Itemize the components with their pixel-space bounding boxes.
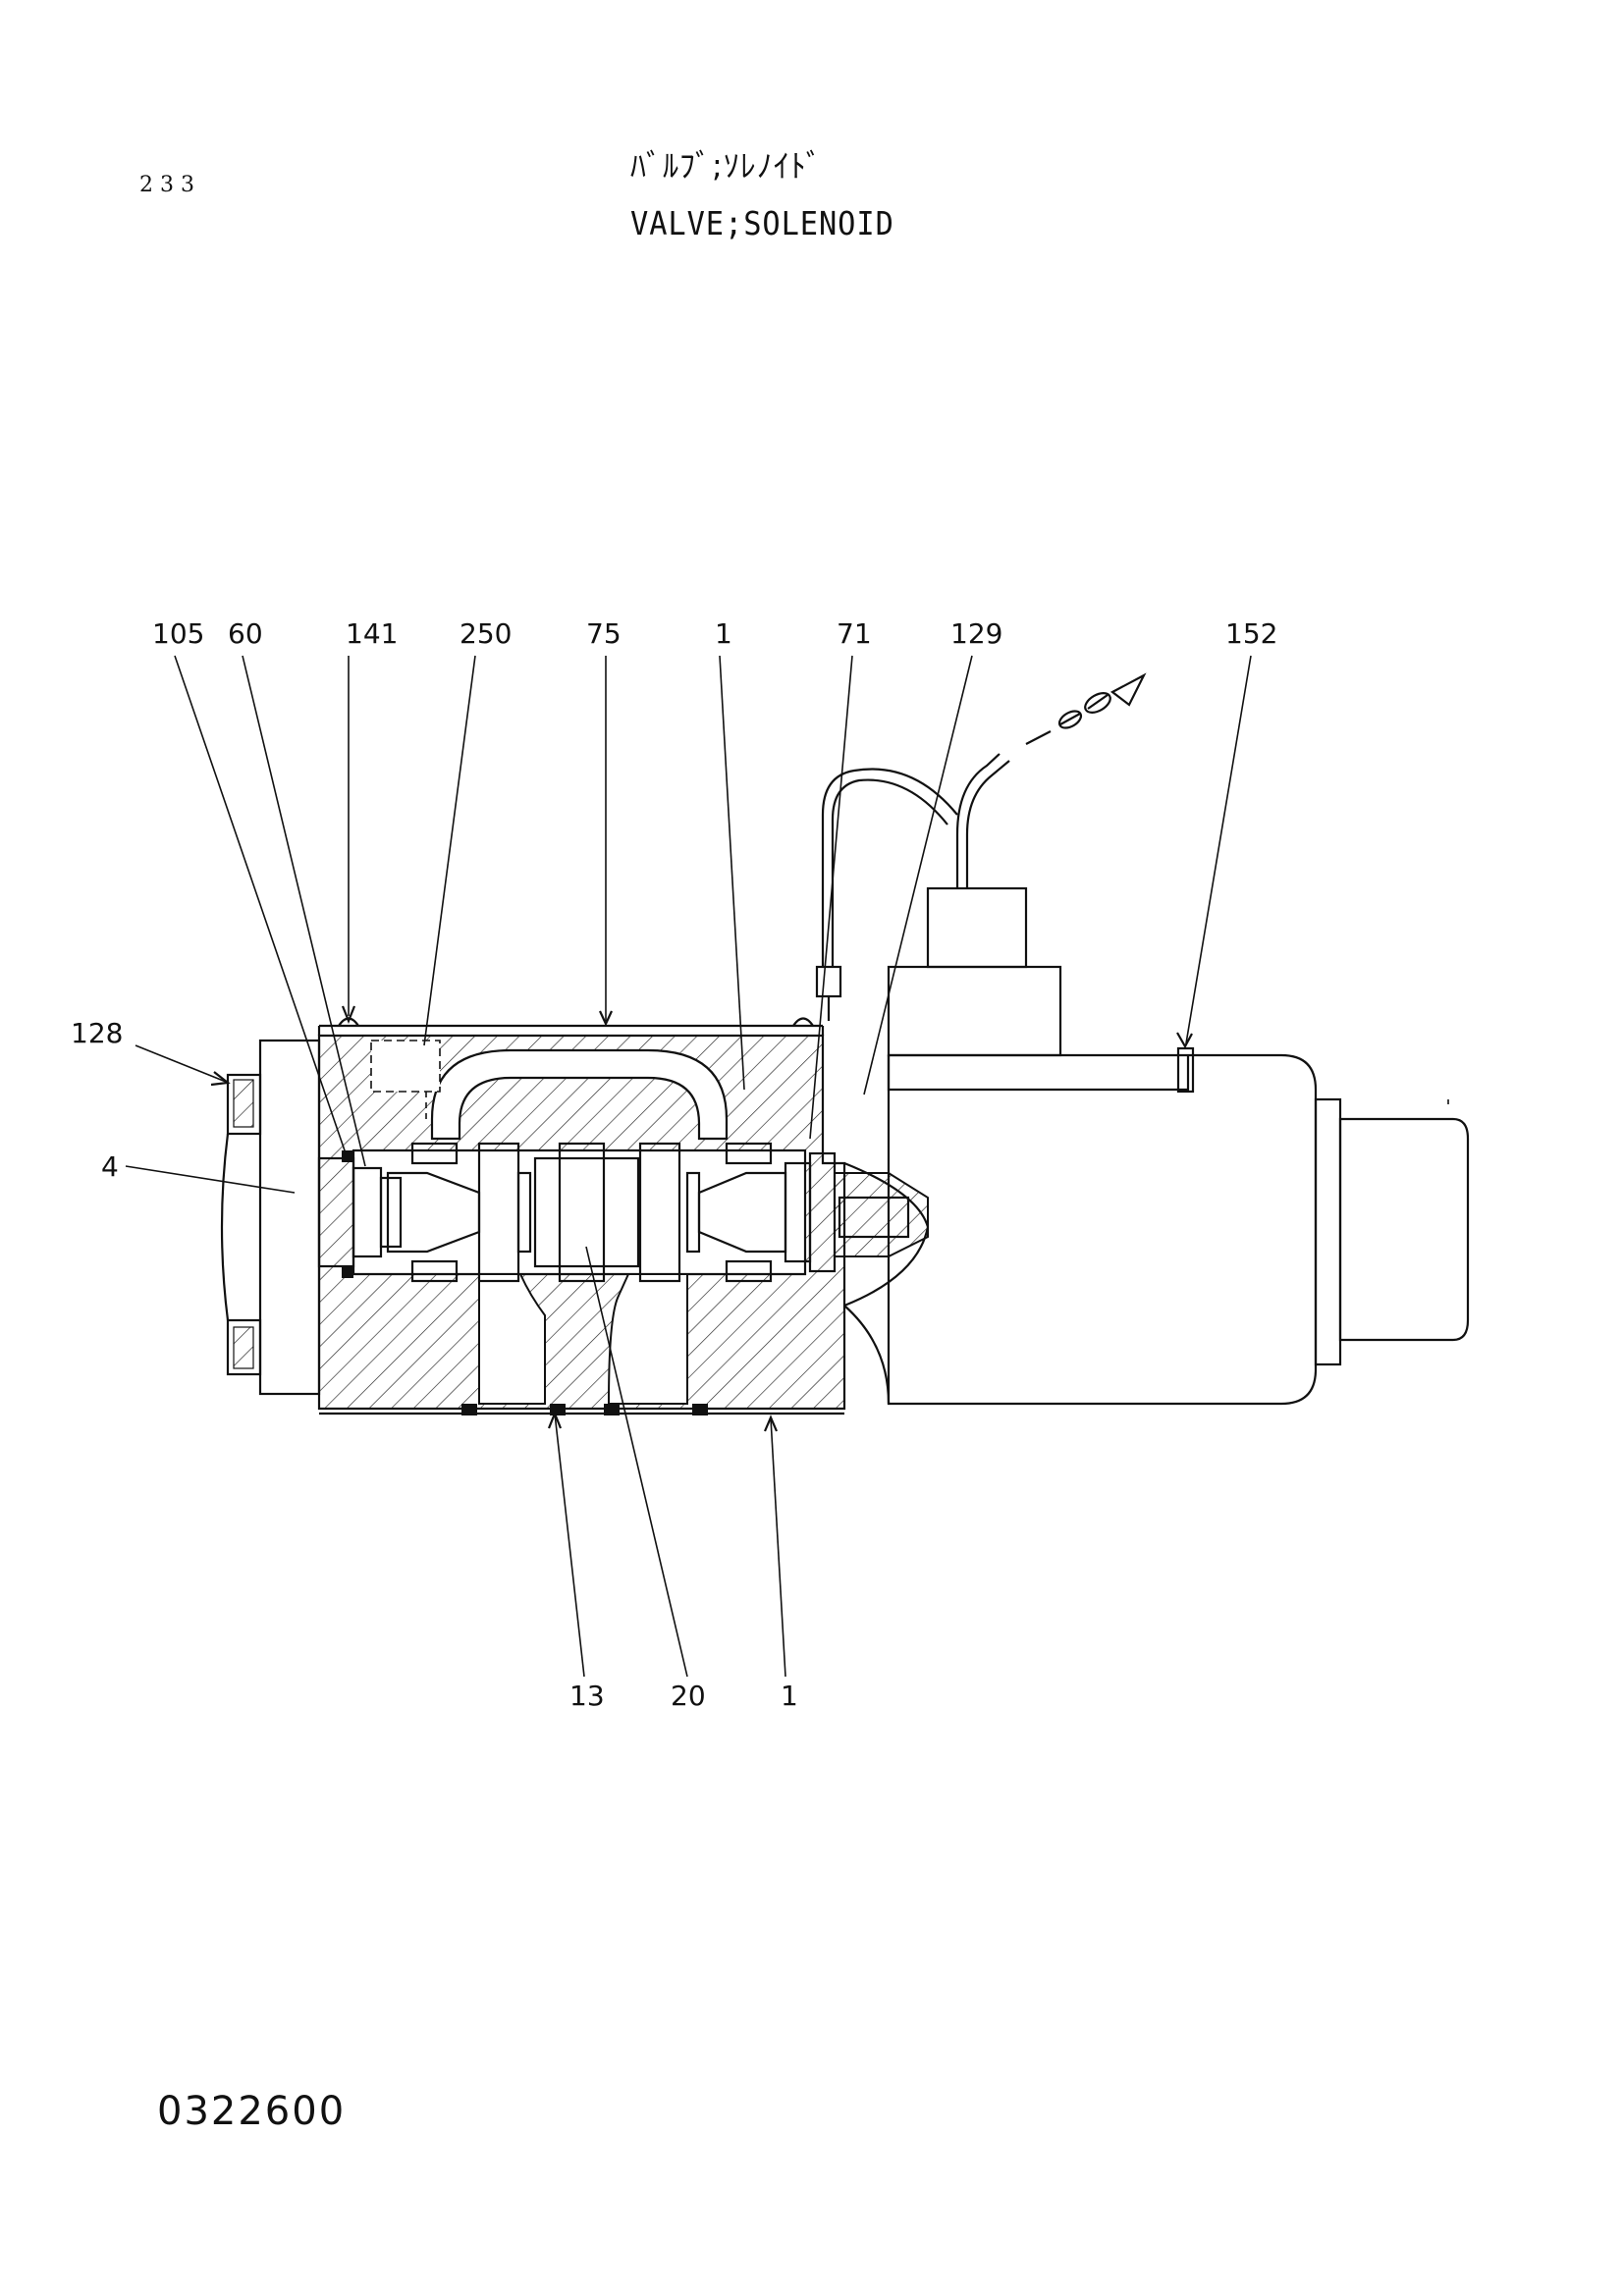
left-plug [317,1150,403,1278]
drawing-number: 0322600 [157,2089,347,2134]
callout-129: 129 [950,617,1002,650]
callout-1-bottom: 1 [781,1680,798,1712]
title-english: VALVE;SOLENOID [630,204,894,242]
right-plug [784,1151,929,1273]
lead-wire [815,672,1147,1021]
callout-128: 128 [71,1017,123,1049]
callout-71: 71 [837,617,872,650]
callout-20: 20 [671,1680,706,1712]
callout-labels: 105 60 141 250 75 1 71 129 152 128 4 13 … [71,617,1277,1712]
callout-152: 152 [1225,617,1277,650]
callout-60: 60 [228,617,263,650]
title-japanese: ﾊﾞﾙﾌﾞ;ｿﾚﾉｲﾄﾞ [630,147,823,185]
connector-block [887,886,1062,1057]
leader-lines [125,655,1252,1678]
seals [319,1404,844,1415]
callout-141: 141 [346,617,398,650]
callout-75: 75 [586,617,622,650]
callout-1-top: 1 [715,617,732,650]
solenoid-housing [887,1046,1470,1406]
callout-105: 105 [152,617,204,650]
callout-13: 13 [569,1680,605,1712]
end-cap [220,1039,321,1396]
callout-4: 4 [101,1150,119,1183]
valve-body [317,1017,930,1411]
page-number: 233 [139,173,201,197]
callout-250: 250 [460,617,512,650]
